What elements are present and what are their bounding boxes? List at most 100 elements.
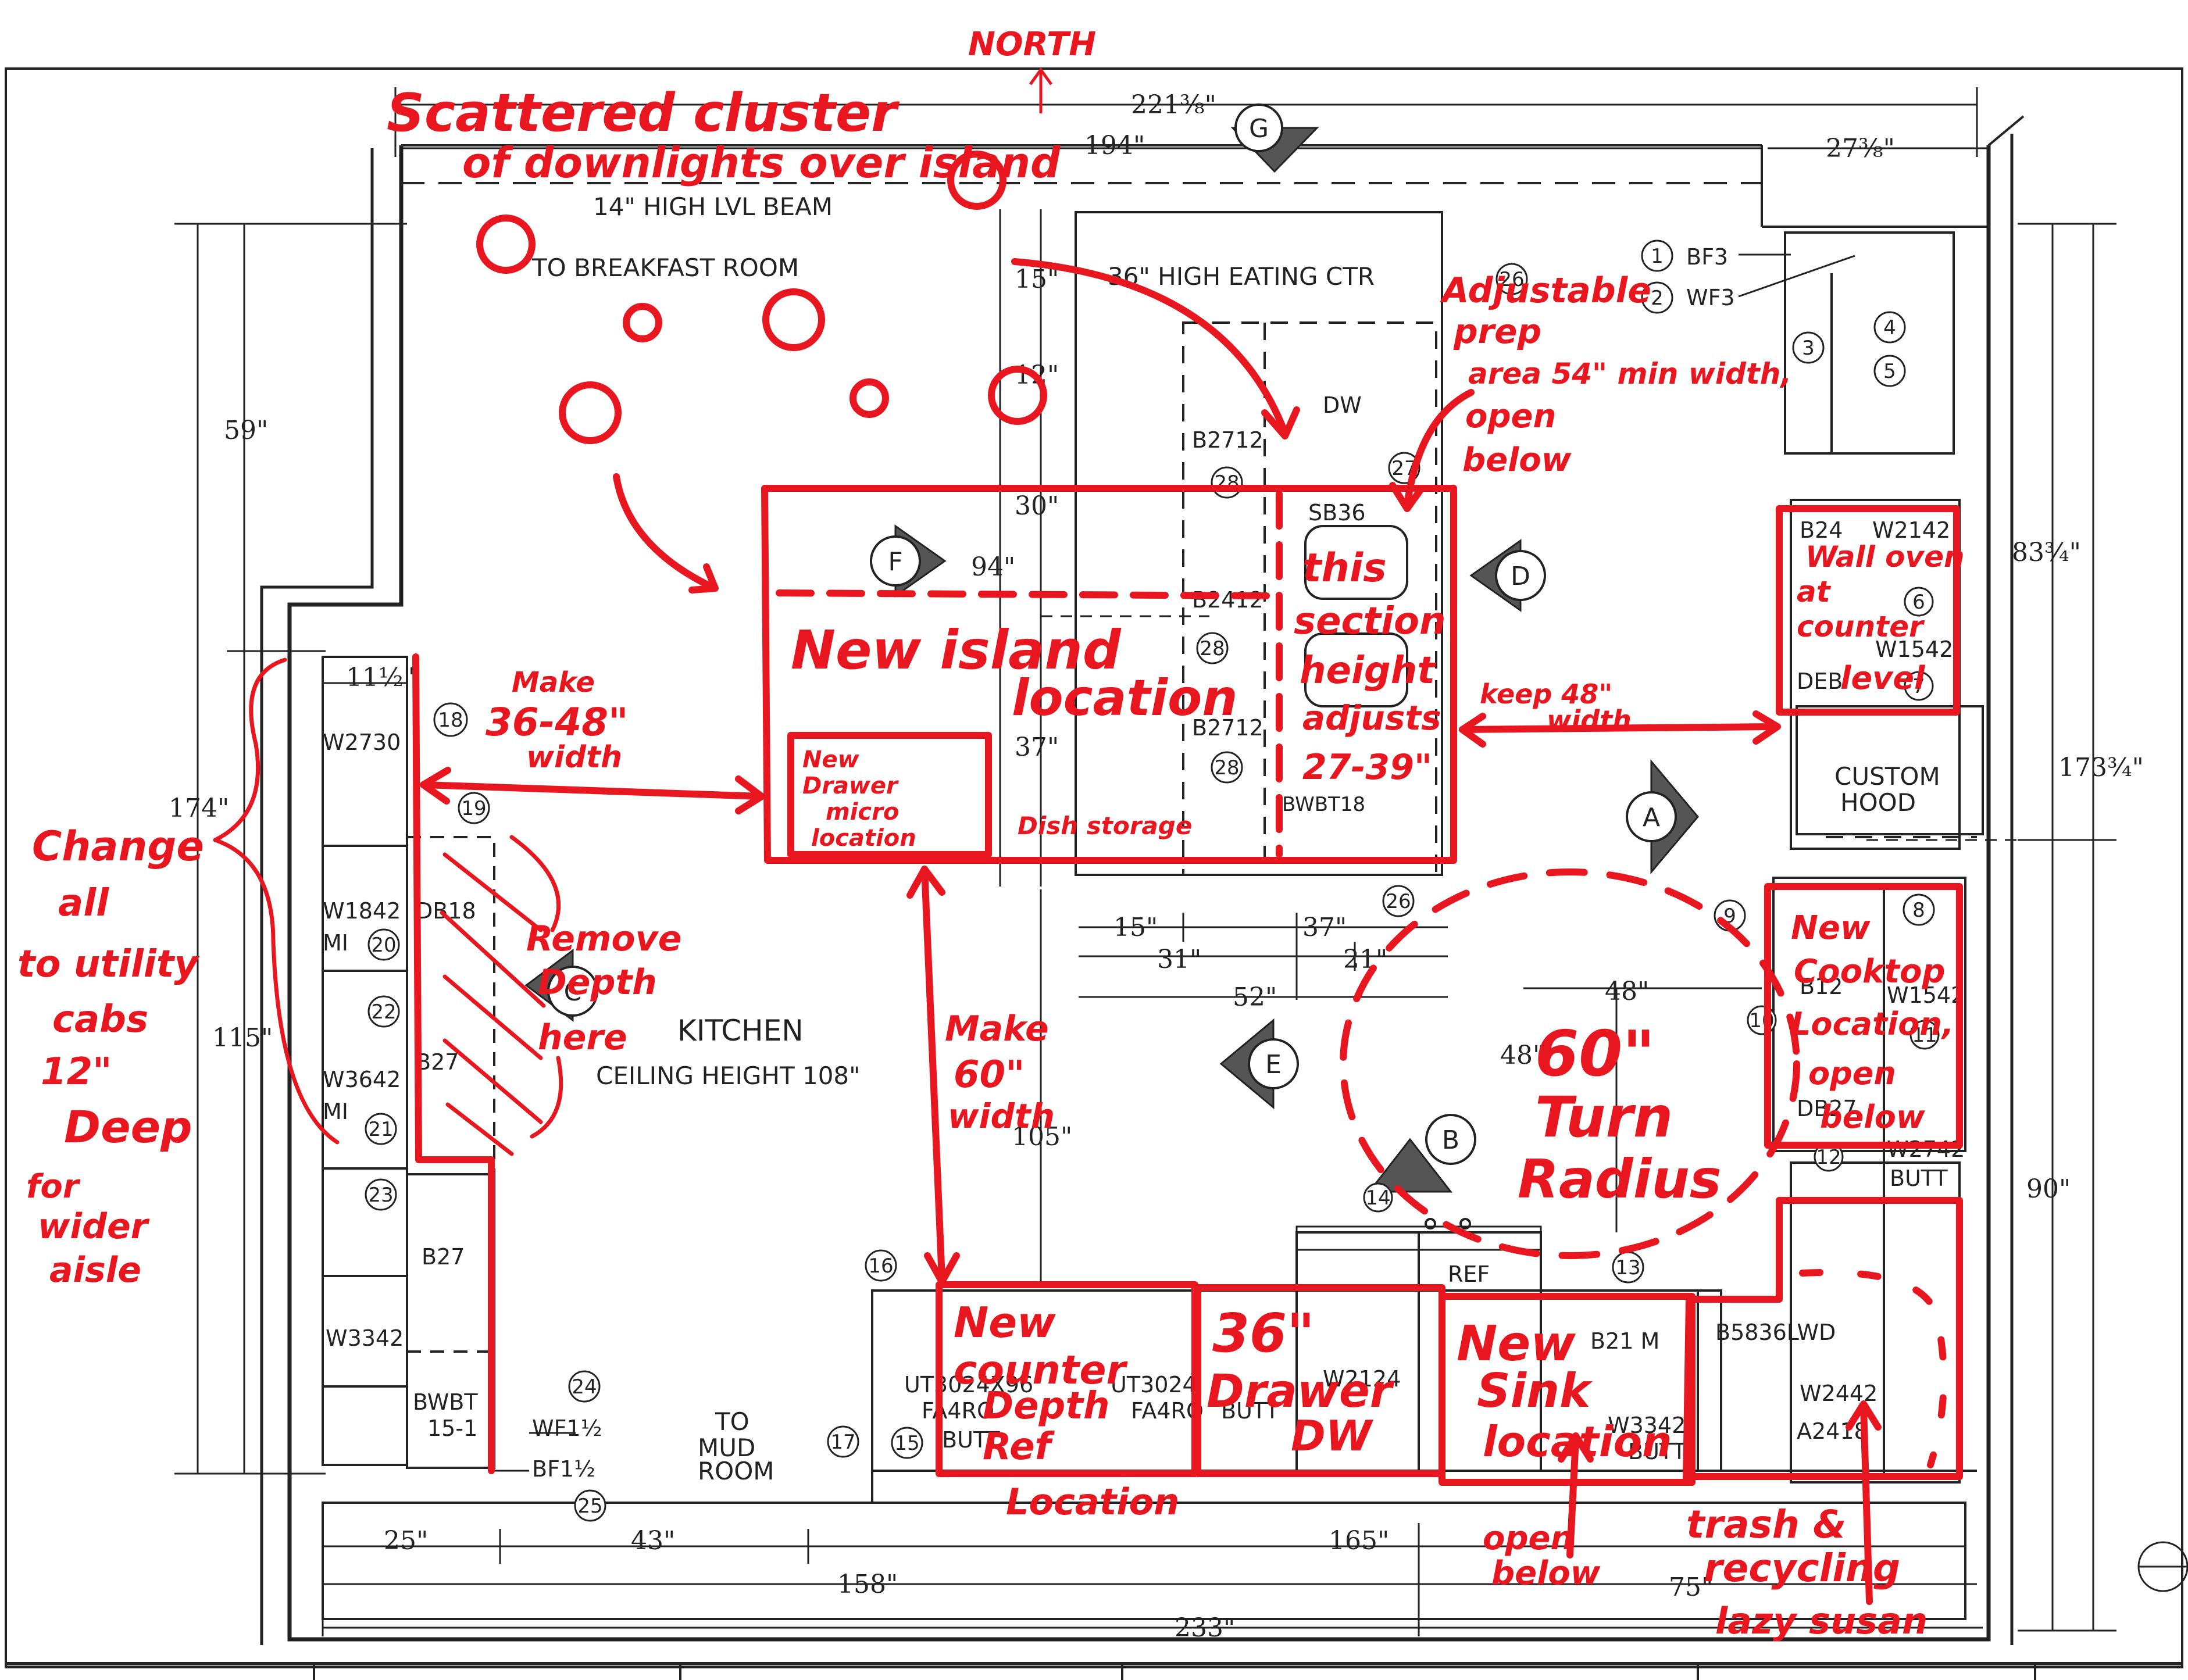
downlight-icon [988,366,1047,425]
north-label: NORTH [968,26,1096,63]
downlight-icon [559,381,622,444]
custom-hood-label-1: CUSTOM [1834,762,1940,791]
change-note-7: for [26,1168,81,1206]
drawer-dw-note-1: 36" [1212,1302,1315,1364]
dim-left-total: 174" [169,793,229,823]
dim-bottom-158: 158" [837,1570,898,1599]
svg-text:6: 6 [1912,591,1925,614]
dim-island-94: 94" [971,552,1015,582]
change-note-2: all [58,882,109,925]
island-note-1: New island [791,619,1122,681]
cab-butt-b: BUTT [1221,1398,1279,1424]
downlights-note-1: Scattered cluster [387,83,900,144]
cab-bwbt15-2: 15-1 [427,1416,477,1441]
svg-text:B: B [1442,1125,1459,1155]
cooktop-note-4: open [1808,1055,1896,1092]
trash-note-1: trash & [1686,1502,1846,1547]
svg-text:11: 11 [1912,1024,1937,1047]
callout-28b: 28 [1196,632,1229,664]
cab-wf: WF1½ [532,1416,602,1441]
callout-17: 17 [827,1425,859,1458]
cab-butt-c: BUTT [1628,1439,1686,1464]
svg-text:17: 17 [830,1431,855,1454]
dim-aisle-105: 105" [1012,1122,1072,1152]
svg-text:1: 1 [1651,245,1664,268]
callout-24: 24 [568,1370,601,1403]
downlight-icon [849,378,889,418]
dim-top-overall: 221⅜" [1131,90,1216,120]
svg-text:28: 28 [1200,637,1225,660]
callout-1: 1 [1641,240,1673,272]
wall-oven-note-1: Wall oven [1805,540,1965,574]
cab-w1542b: W1542 [1887,982,1965,1008]
room-labels: 14" HIGH LVL BEAM TO BREAKFAST ROOM 36" … [531,192,1940,1485]
cab-w3342b: W3342 [1608,1413,1686,1438]
change-note-1: Change [32,823,204,870]
old-sink-bowl-1 [1304,525,1408,600]
callout-13: 13 [1612,1251,1644,1284]
dim-aisle-48a: 48" [1605,977,1649,1006]
svg-text:5: 5 [1883,360,1896,383]
turn-radius-note-1: 60" [1535,1018,1655,1091]
svg-text:25: 25 [577,1495,602,1518]
callout-8: 8 [1903,893,1935,926]
cab-w2742: W2742 [1887,1136,1965,1162]
counter-ref-note-1: New [954,1298,1056,1347]
dim-aisle-15: 15" [1113,913,1158,942]
cab-b2412: B2412 [1192,587,1263,613]
cab-b24: B24 [1800,517,1843,543]
svg-text:18: 18 [438,709,463,732]
aisle-note-3: width [526,740,622,775]
wall-oven-box [1776,505,1960,716]
dim-left-upper: 59" [224,416,268,445]
dim-island-30: 30" [1015,491,1059,521]
callout-25: 25 [574,1489,606,1522]
callout-2: 2 [1641,281,1673,314]
prep-note-5: below [1462,441,1572,479]
section-note-1: this [1302,545,1387,591]
remove-note-2: Depth [538,962,657,1003]
downlight-icon [762,288,825,351]
custom-hood-label-2: HOOD [1840,788,1916,817]
turn-radius-note-2: Turn [1535,1085,1673,1150]
remove-note-3: here [538,1017,627,1058]
dim-top-right: 27⅜" [1826,134,1895,163]
svg-text:26: 26 [1499,268,1524,291]
counter-ref-note-3: Depth [983,1385,1110,1428]
cab-a2418: A2418 [1797,1418,1868,1444]
change-note-3: to utility [17,943,199,986]
vertical-aisle-note-2: 60" [954,1053,1025,1096]
svg-text:C: C [564,977,582,1007]
svg-text:3: 3 [1802,337,1815,360]
old-island-outline [1182,321,1437,876]
callout-12: 12 [1814,1142,1844,1172]
counter-ref-note-5: Location [1006,1481,1179,1523]
cab-w3342: W3342 [326,1325,404,1351]
eating-counter-outline [1075,211,1443,876]
downlight-icon [623,303,662,342]
wall-oven-note-2: at [1797,575,1832,609]
prep-note-1: Adjustable [1440,270,1651,311]
ceiling-height-label: CEILING HEIGHT 108" [596,1061,860,1090]
cab-db27: DB27 [1797,1096,1857,1121]
section-note-2: section [1294,600,1446,643]
drawer-note-3: micro [826,799,899,825]
breakfast-label: TO BREAKFAST ROOM [531,253,799,282]
svg-text:A: A [1643,803,1660,832]
change-note-5: 12" [41,1050,112,1093]
downlight-icon [947,151,1006,210]
dim-right-upper: 83¾" [2012,538,2081,567]
island-note-2: location [1012,669,1237,727]
dim-island-37: 37" [1015,732,1059,762]
prep-note-2: prep [1453,312,1541,351]
svg-text:20: 20 [371,934,396,957]
cab-b21m: B21 M [1590,1328,1659,1354]
open-below-note-2: below [1491,1554,1601,1592]
cab-ut3024b: UT3024 [1111,1372,1197,1397]
sink-note-3: location [1483,1417,1672,1466]
cab-b12: B12 [1800,974,1843,999]
svg-text:E: E [1265,1050,1282,1080]
wall-oven-note-4: level [1840,660,1926,696]
cab-b5836: B5836LWD [1715,1320,1836,1345]
dim-aisle-37: 37" [1302,913,1347,942]
